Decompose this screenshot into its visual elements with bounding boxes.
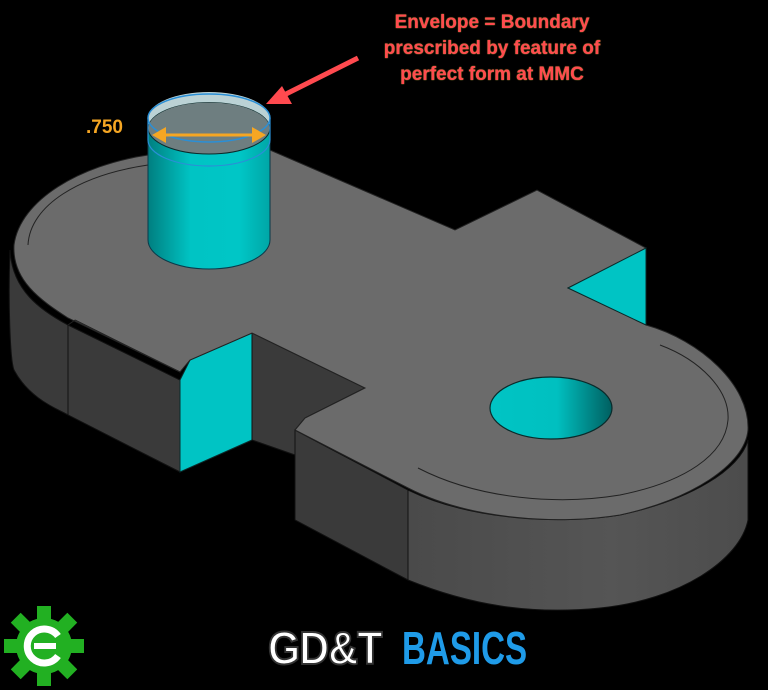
envelope-callout: Envelope = Boundary prescribed by featur… [352, 10, 632, 88]
slot-face-right [566, 247, 647, 326]
callout-line-3: perfect form at MMC [400, 64, 584, 85]
envelope-boundary [147, 92, 271, 167]
callout-line-1: Envelope = Boundary [394, 12, 590, 33]
left-side-wall [8, 249, 181, 473]
hole [489, 376, 613, 440]
diameter-dimension-arrow [152, 127, 266, 143]
diameter-label: .750 [86, 117, 123, 138]
part-top-face [13, 149, 749, 521]
callout-arrow [266, 55, 360, 104]
right-side-wall [294, 429, 749, 611]
gdt-basics-logo: GD&T BASICS [267, 621, 576, 675]
logo-text-basics: BASICS [402, 622, 528, 674]
cylinder-boss [147, 101, 271, 270]
gear-e-icon [4, 606, 84, 686]
callout-line-2: prescribed by feature of [383, 38, 601, 59]
edge-band-right [417, 344, 729, 501]
edge-band-left [27, 164, 149, 246]
logo-text-gdt: GD&T [267, 621, 383, 675]
